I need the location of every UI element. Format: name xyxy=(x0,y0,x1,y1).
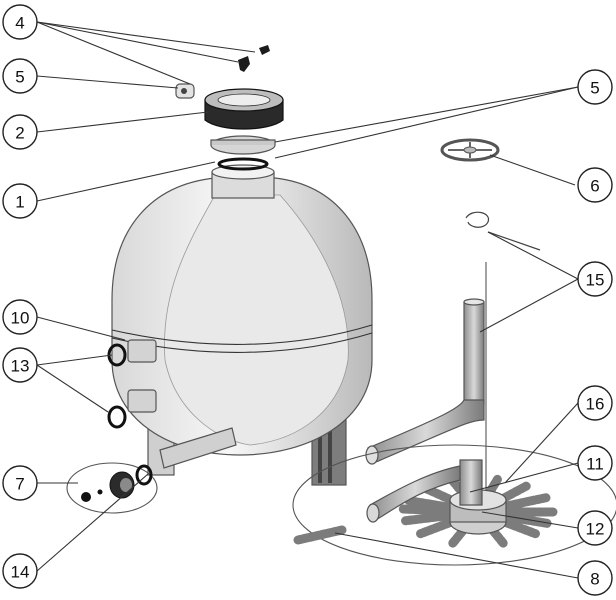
callout-2: 2 xyxy=(2,114,38,150)
callout-label-12: 12 xyxy=(586,520,605,539)
callout-label-1: 1 xyxy=(15,193,24,212)
callout-label-13: 13 xyxy=(11,357,30,376)
callout-label-5: 5 xyxy=(590,79,599,98)
loose-lateral-tube xyxy=(293,525,347,545)
lid-assembly xyxy=(175,45,284,171)
callout-16: 16 xyxy=(577,385,613,421)
callout-5: 5 xyxy=(577,69,613,105)
callout-label-11: 11 xyxy=(586,455,604,474)
callout-10: 10 xyxy=(2,299,38,335)
standpipe xyxy=(365,298,485,465)
callout-label-4: 5 xyxy=(15,68,24,87)
callout-label-10: 10 xyxy=(11,309,30,328)
o-ring-lower xyxy=(107,405,127,429)
callout-1: 1 xyxy=(2,183,38,219)
clip-and-rod xyxy=(465,211,541,500)
callout-label-15: 15 xyxy=(586,271,605,290)
callout-3: 4 xyxy=(2,4,38,40)
callout-label-8: 8 xyxy=(590,570,599,589)
callout-4: 5 xyxy=(2,58,38,94)
callout-label-2: 2 xyxy=(15,124,24,143)
callout-label-14: 14 xyxy=(11,563,30,582)
leader-lines xyxy=(36,21,579,579)
callout-13: 13 xyxy=(2,347,38,383)
callout-15: 15 xyxy=(577,261,613,297)
diffuser xyxy=(440,138,500,162)
callout-label-3: 4 xyxy=(15,14,24,33)
callout-11: 11 xyxy=(577,445,613,481)
callout-7: 7 xyxy=(2,465,38,501)
filter-tank xyxy=(111,164,373,486)
callout-8: 8 xyxy=(577,560,613,596)
callout-6: 6 xyxy=(577,167,613,203)
callout-14: 14 xyxy=(2,553,38,589)
callout-12: 12 xyxy=(577,510,613,546)
callout-label-16: 16 xyxy=(586,395,605,414)
callout-label-7: 7 xyxy=(15,475,24,494)
callout-label-6: 6 xyxy=(590,177,599,196)
